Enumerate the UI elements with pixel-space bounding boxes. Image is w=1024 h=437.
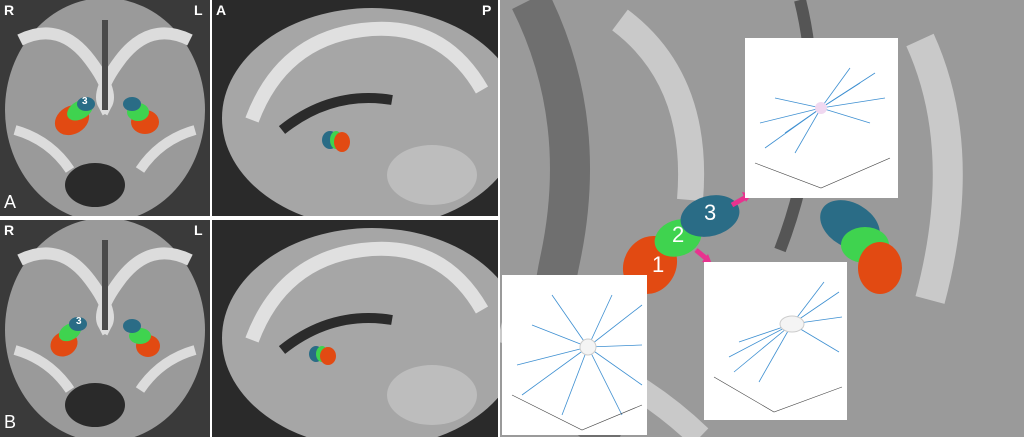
panel-a-sagittal-slice: A P	[212, 0, 498, 216]
fiber-plot-region-3	[745, 38, 898, 198]
orientation-left-label-b: L	[194, 222, 203, 238]
panel-a-label: A	[4, 192, 17, 212]
fiber-plot-region-1	[502, 275, 647, 435]
fiber-plot-region-2	[704, 262, 847, 420]
panel-a-axial-slice: R L 3 A	[0, 0, 210, 216]
region-3-label-small: 3	[82, 96, 88, 107]
panel-b-sagittal-slice	[212, 220, 498, 437]
panel-b-axial-slice: R L 3 B	[0, 220, 210, 437]
region-2-label: 2	[672, 222, 685, 247]
orientation-left-label: L	[194, 2, 203, 18]
panel-b-label: B	[4, 412, 17, 432]
region-3-label-small-b: 3	[76, 316, 82, 327]
region-3-label: 3	[704, 200, 717, 225]
orientation-posterior-label: P	[482, 2, 492, 18]
orientation-right-label: R	[4, 2, 15, 18]
region-1-label: 1	[652, 252, 665, 277]
orientation-anterior-label: A	[216, 2, 227, 18]
orientation-right-label-b: R	[4, 222, 15, 238]
